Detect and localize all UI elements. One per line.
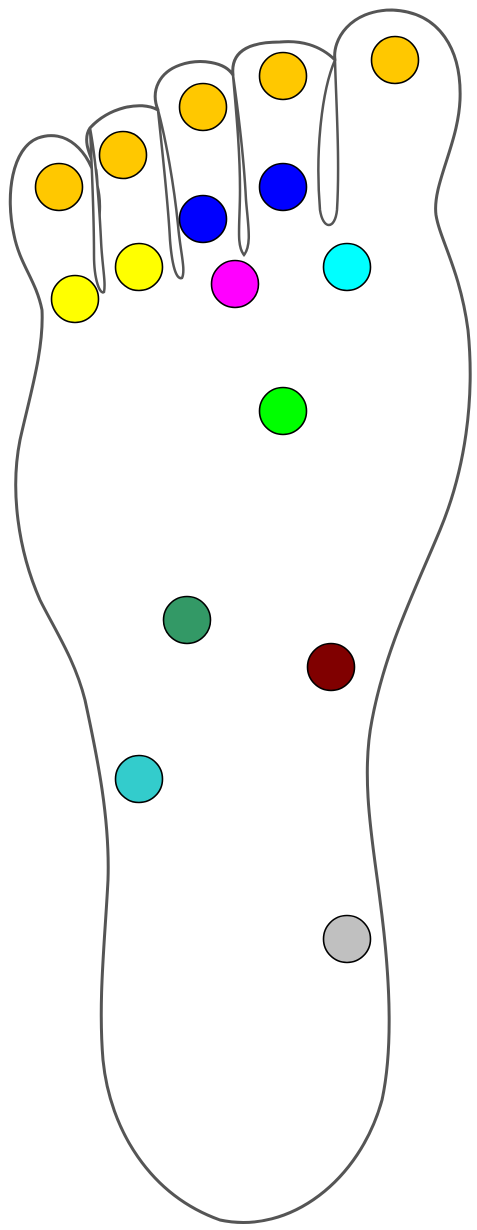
marker-third-toe-base — [180, 196, 227, 243]
marker-ball-big-toe — [324, 244, 371, 291]
marker-upper-arch — [260, 388, 307, 435]
marker-inner-arch — [308, 644, 355, 691]
marker-little-toe-tip — [36, 164, 83, 211]
marker-second-toe-base — [260, 164, 307, 211]
marker-fourth-toe-tip — [100, 132, 147, 179]
marker-fourth-toe-base — [116, 244, 163, 291]
marker-big-toe-tip — [372, 37, 419, 84]
marker-heel — [324, 916, 371, 963]
marker-little-toe-base — [52, 276, 99, 323]
marker-third-toe-tip — [180, 84, 227, 131]
marker-ball-center — [212, 261, 259, 308]
marker-second-toe-tip — [260, 53, 307, 100]
marker-outer-heel-edge — [116, 756, 163, 803]
marker-mid-sole — [164, 597, 211, 644]
